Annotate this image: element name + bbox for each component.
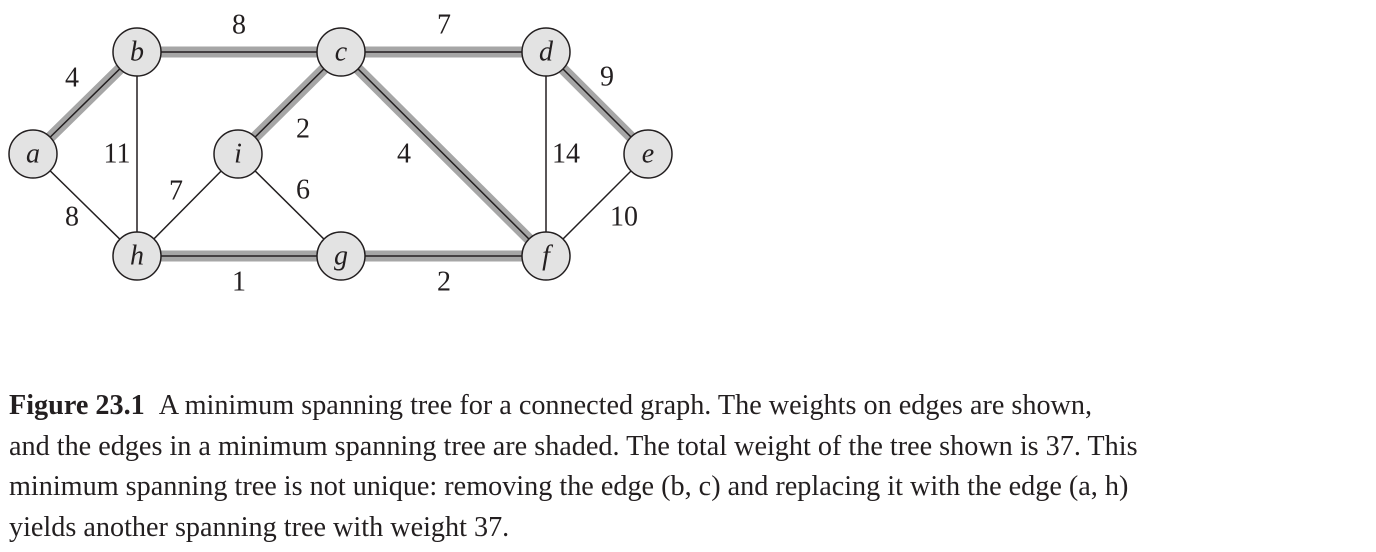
node-f: f — [521, 231, 571, 281]
edge-weight-g-f: 2 — [437, 267, 451, 298]
weight-label-layer: 4 8 7 9 8 11 2 4 14 10 7 6 1 2 — [65, 10, 638, 298]
edge-weight-d-f: 14 — [552, 139, 580, 170]
node-circle — [213, 129, 263, 179]
edge-weight-h-i: 7 — [169, 176, 183, 207]
figure-label: Figure 23.1 — [9, 390, 145, 421]
edge-line — [340, 51, 547, 257]
node-circle — [521, 231, 571, 281]
caption-line-1: Figure 23.1 A minimum spanning tree for a… — [9, 386, 1369, 427]
node-g: g — [316, 231, 366, 281]
node-label: i — [234, 139, 242, 170]
node-label: f — [542, 241, 553, 272]
node-circle — [112, 231, 162, 281]
node-h: h — [112, 231, 162, 281]
node-circle — [316, 231, 366, 281]
node-label: g — [334, 241, 348, 272]
edge-weight-a-b: 4 — [65, 63, 79, 94]
node-label: h — [130, 241, 144, 272]
graph-diagram: 4 8 7 9 8 11 2 4 14 10 7 6 1 2 a b c d e f g h i — [8, 10, 673, 298]
node-label: a — [26, 139, 40, 170]
edge-weight-b-h: 11 — [104, 139, 131, 170]
node-circle — [112, 27, 162, 77]
figure-caption: Figure 23.1 A minimum spanning tree for a… — [9, 386, 1369, 548]
node-d: d — [521, 27, 571, 77]
node-circle — [8, 129, 58, 179]
node-label: d — [539, 37, 554, 68]
edge-c-f — [337, 48, 550, 260]
caption-line-4: yields another spanning tree with weight… — [9, 511, 510, 543]
node-circle — [316, 27, 366, 77]
node-a: a — [8, 129, 58, 179]
node-e: e — [623, 129, 673, 179]
node-i: i — [213, 129, 263, 179]
node-circle — [521, 27, 571, 77]
edge-weight-c-i: 2 — [296, 114, 310, 145]
edge-weight-c-f: 4 — [397, 139, 411, 170]
edge-weight-d-e: 9 — [600, 62, 614, 93]
node-b: b — [112, 27, 162, 77]
node-layer: a b c d e f g h i — [8, 27, 673, 281]
caption-line-2: and the edges in a minimum spanning tree… — [9, 430, 1138, 462]
node-label: b — [130, 37, 144, 68]
edge-weight-b-c: 8 — [232, 10, 246, 41]
edge-weight-h-g: 1 — [232, 267, 246, 298]
edge-weight-c-d: 7 — [437, 10, 451, 41]
node-c: c — [316, 27, 366, 77]
node-circle — [623, 129, 673, 179]
node-label: e — [642, 139, 654, 170]
edge-weight-i-g: 6 — [296, 175, 310, 206]
edge-weight-a-h: 8 — [65, 202, 79, 233]
node-label: c — [335, 37, 348, 68]
caption-line-1-text: A minimum spanning tree for a connected … — [158, 390, 1093, 421]
edge-weight-e-f: 10 — [610, 202, 638, 233]
caption-line-3: minimum spanning tree is not unique: rem… — [9, 471, 1129, 502]
